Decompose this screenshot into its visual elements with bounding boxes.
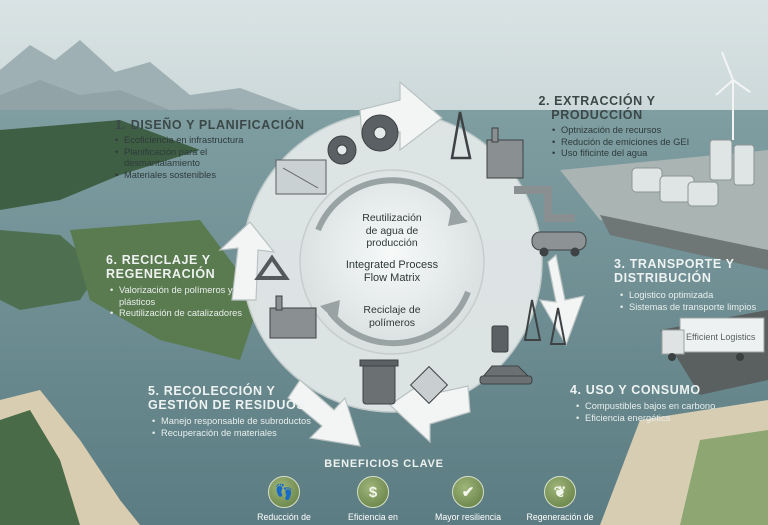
center-bottom-text: Reciclaje de polímeros <box>363 304 421 329</box>
benefit-2: $ Eficiencia en <box>318 476 428 522</box>
stage-2-title: 2. EXTRACCIÓN Y PRODUCCIÓN <box>538 94 656 122</box>
leaf-icon: ❦ <box>544 476 576 508</box>
stage-5: 5. RECOLECCIÓN Y GESTIÓN DE RESIDUOS Man… <box>148 384 323 439</box>
inner-arrow-bottom-head <box>320 300 340 322</box>
bullet: Reutilización de catalizadores <box>110 308 266 320</box>
bullet: Valorización de polímeros y plásticos <box>110 285 259 308</box>
storage-tanks <box>631 139 755 207</box>
recycle-bin-icon <box>362 363 396 405</box>
benefits-title: BENEFICIOS CLAVE <box>324 458 444 470</box>
stage-2-bullets: Optnización de recursos Redución de emic… <box>552 125 692 160</box>
stage-1-title: 1. DISEÑO Y PLANIFICACIÓN <box>115 118 305 132</box>
bullet: Optnización de recursos <box>552 125 692 137</box>
bullet: Ecoficiencia en infrastructura <box>115 135 315 147</box>
bullet: Manejo responsable de subroductos <box>152 416 323 428</box>
bullet: Eficiencia energétics <box>576 413 750 425</box>
benefit-label: Reducción de <box>257 512 311 522</box>
stage-4: 4. USO Y CONSUMO Compustibles bajos en c… <box>570 383 750 424</box>
bullet: Compustibles bajos en carbono <box>576 401 750 413</box>
benefit-4: ❦ Regeneración de <box>505 476 615 522</box>
stage-3-bullets: Logistico optimizada Sistemas de transpo… <box>620 290 764 313</box>
stage-4-bullets: Compustibles bajos en carbono Eficiencia… <box>576 401 750 424</box>
stage-4-title: 4. USO Y CONSUMO <box>570 383 701 397</box>
pipe-icon <box>514 186 575 222</box>
footprint-icon: 👣 <box>268 476 300 508</box>
benefit-label: Mayor resiliencia <box>435 512 501 522</box>
bullet: Uso fificinte del agua <box>552 148 692 160</box>
truck-label: Efficient Logistics <box>686 332 756 342</box>
inner-arrow-bottom <box>327 290 471 347</box>
stage-5-bullets: Manejo responsable de subroductos Recupe… <box>152 416 323 439</box>
oil-derrick-icon <box>450 111 472 160</box>
shield-icon: ✔ <box>452 476 484 508</box>
center-disc <box>299 169 485 355</box>
forest-bottom-left <box>0 410 80 525</box>
bullet: Logistico optimizada <box>620 290 764 302</box>
stage-3-title: 3. TRANSPORTE Y DISTRIBUCIÓN <box>614 257 735 285</box>
stage-6-bullets: Valorización de polímeros y plásticos Re… <box>110 285 266 320</box>
benefit-label: Regeneración de <box>526 512 594 522</box>
grass-right <box>680 430 768 525</box>
stage-6-title: 6. RECICLAJE Y REGENERACIÓN <box>106 253 216 281</box>
inner-arrow-top-head <box>448 205 468 226</box>
tanker-icon <box>531 231 587 251</box>
stage-5-title: 5. RECOLECCIÓN Y GESTIÓN DE RESIDUOS <box>148 384 306 412</box>
recycle-icon <box>254 254 290 280</box>
benefit-3: ✔ Mayor resiliencia <box>413 476 523 522</box>
inner-arrow-top <box>315 177 461 232</box>
wind-turbine <box>715 51 751 140</box>
refinery-icon <box>486 139 524 179</box>
dollar-icon: $ <box>357 476 389 508</box>
stage-2: 2. EXTRACCIÓN Y PRODUCCIÓN Optnización d… <box>532 94 692 160</box>
bullet: Materiales sostenibles <box>115 170 315 182</box>
bullet: Recuperación de materiales <box>152 428 323 440</box>
stage-1-bullets: Ecoficiencia en infrastructura Planifica… <box>115 135 315 181</box>
road <box>600 215 768 270</box>
hazard-sign-icon <box>409 365 449 405</box>
benefit-label: Eficiencia en <box>348 512 398 522</box>
stage-3: 3. TRANSPORTE Y DISTRIBUCIÓN Logistico o… <box>614 257 764 313</box>
forest-bank-left-2 <box>0 230 100 310</box>
bullet: Redución de emiciones de GEI <box>552 137 692 149</box>
factory-icon <box>269 307 317 339</box>
stage-1: 1. DISEÑO Y PLANIFICACIÓN Ecoficiencia e… <box>115 118 315 181</box>
bullet: Sistemas de transporte limpios <box>620 302 764 314</box>
center-top-text: Reutilización de agua de producción <box>362 212 422 249</box>
center-title: Integrated Process Flow Matrix <box>345 259 439 284</box>
truck <box>661 317 765 361</box>
stage-6: 6. RECICLAJE Y REGENERACIÓN Valorización… <box>106 253 266 320</box>
power-tower-icon <box>523 299 542 341</box>
bullet: Planificación para el desmantalamiento <box>115 147 254 170</box>
benefit-1: 👣 Reducción de <box>229 476 339 522</box>
fuel-pump-icon <box>491 325 509 353</box>
